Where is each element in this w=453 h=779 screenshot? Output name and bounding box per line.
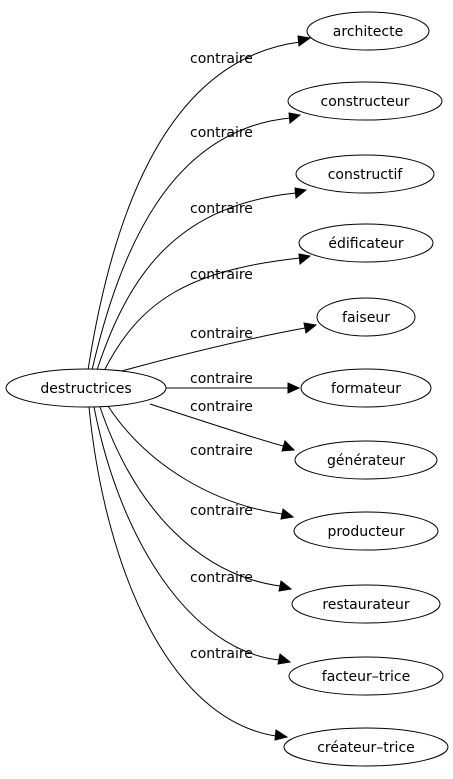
edge-label: contraire xyxy=(190,201,253,217)
arrowhead xyxy=(281,440,296,452)
arrowhead xyxy=(277,653,292,665)
edge-label: contraire xyxy=(190,399,253,415)
node-shape xyxy=(294,440,438,480)
node-shape xyxy=(288,656,444,696)
edge-architecte: contraire xyxy=(87,35,312,371)
edge-label: contraire xyxy=(190,503,253,519)
edge-line xyxy=(117,327,306,373)
nodes: destructrices architecte constructeur co… xyxy=(5,11,449,767)
node-edificateur[interactable]: édificateur xyxy=(298,223,434,263)
edge-label: contraire xyxy=(190,646,253,662)
edge-createur-trice: contraire xyxy=(88,406,289,741)
node-generateur[interactable]: générateur xyxy=(294,440,438,480)
edge-line xyxy=(93,406,280,661)
node-label: destructrices xyxy=(40,381,131,397)
node-label: facteur–trice xyxy=(322,669,410,685)
edge-line xyxy=(103,257,301,372)
node-shape xyxy=(5,368,167,408)
edge-label: contraire xyxy=(190,125,253,141)
edge-restaurateur: contraire xyxy=(99,406,293,592)
edges: contraire contraire contraire contraire … xyxy=(87,35,318,741)
node-label: constructif xyxy=(328,167,404,183)
node-constructif[interactable]: constructif xyxy=(295,154,435,194)
node-architecte[interactable]: architecte xyxy=(306,11,430,51)
arrowhead xyxy=(294,187,308,199)
node-shape xyxy=(300,368,432,408)
node-label: restaurateur xyxy=(322,597,410,613)
edge-producteur: contraire xyxy=(107,405,295,520)
arrowhead xyxy=(297,35,312,47)
node-label: faiseur xyxy=(342,310,390,326)
edge-edificateur: contraire xyxy=(103,253,312,372)
node-shape xyxy=(287,81,443,121)
node-label: constructeur xyxy=(321,94,410,110)
edge-label: contraire xyxy=(190,570,253,586)
node-shape xyxy=(298,223,434,263)
arrowhead xyxy=(278,580,293,592)
node-faiseur[interactable]: faiseur xyxy=(316,297,416,337)
edge-formateur: contraire xyxy=(165,371,301,394)
node-label: générateur xyxy=(327,453,405,469)
node-destructrices[interactable]: destructrices xyxy=(5,368,167,408)
edge-line xyxy=(107,405,283,515)
arrowhead xyxy=(303,322,318,334)
edge-line xyxy=(91,117,291,371)
edge-facteur-trice: contraire xyxy=(93,406,292,665)
edge-constructeur: contraire xyxy=(91,112,302,371)
edge-label: contraire xyxy=(190,51,253,67)
edge-label: contraire xyxy=(190,443,253,459)
edge-line xyxy=(99,406,281,587)
edge-line xyxy=(88,406,277,737)
node-label: édificateur xyxy=(328,236,403,252)
node-shape xyxy=(291,584,441,624)
node-label: architecte xyxy=(333,24,403,40)
node-createur-trice[interactable]: créateur–trice xyxy=(283,727,449,767)
node-shape xyxy=(295,154,435,194)
arrowhead xyxy=(274,729,289,741)
node-shape xyxy=(283,727,449,767)
edge-line xyxy=(87,41,301,371)
node-formateur[interactable]: formateur xyxy=(300,368,432,408)
arrowhead xyxy=(287,382,301,394)
edge-label: contraire xyxy=(190,326,253,342)
node-label: formateur xyxy=(331,381,401,397)
edge-line xyxy=(96,192,297,371)
node-label: producteur xyxy=(327,524,404,540)
node-shape xyxy=(293,511,439,551)
node-producteur[interactable]: producteur xyxy=(293,511,439,551)
edge-line xyxy=(149,403,284,447)
edge-faiseur: contraire xyxy=(117,322,318,373)
node-restaurateur[interactable]: restaurateur xyxy=(291,584,441,624)
node-shape xyxy=(316,297,416,337)
node-label: créateur–trice xyxy=(317,740,415,756)
edge-label: contraire xyxy=(190,267,253,283)
node-shape xyxy=(306,11,430,51)
edge-generateur: contraire xyxy=(149,399,296,452)
node-facteur-trice[interactable]: facteur–trice xyxy=(288,656,444,696)
arrowhead xyxy=(288,112,302,124)
arrowhead xyxy=(280,508,295,520)
edge-constructif: contraire xyxy=(96,187,308,371)
arrowhead xyxy=(298,253,312,265)
node-constructeur[interactable]: constructeur xyxy=(287,81,443,121)
edge-label: contraire xyxy=(190,371,253,387)
